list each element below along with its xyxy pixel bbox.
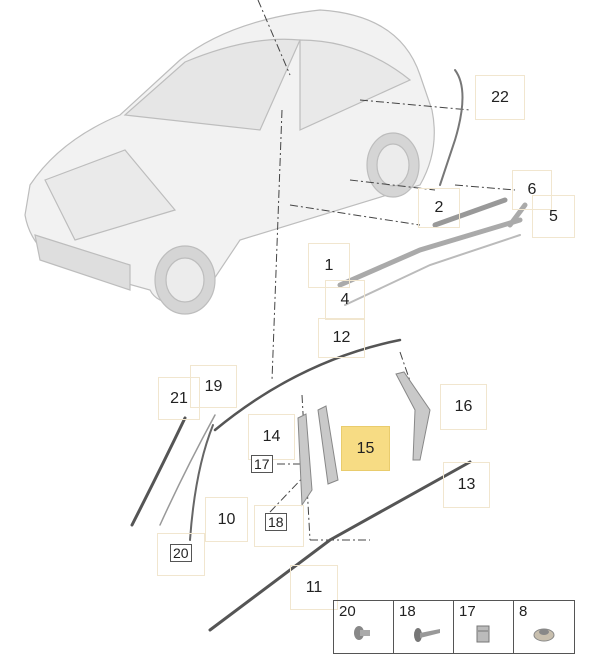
callout-label: 21 — [170, 389, 188, 407]
callout-label: 15 — [356, 439, 375, 457]
callout-label: 10 — [217, 510, 236, 528]
callout-21[interactable]: 21 — [158, 377, 200, 420]
callout-label: 13 — [457, 476, 476, 493]
callout-4[interactable]: 4 — [325, 280, 365, 320]
pillar-parts — [297, 371, 431, 507]
callout-label: 2 — [434, 199, 444, 216]
hardware-cell-20[interactable]: 20 — [334, 601, 394, 653]
callout-11[interactable]: 11 — [290, 565, 338, 610]
hardware-number: 18 — [399, 603, 416, 620]
car-illustration — [24, 9, 435, 315]
callout-label: 22 — [491, 88, 509, 106]
callout-13[interactable]: 13 — [443, 462, 490, 508]
callout-20[interactable]: 20 — [170, 544, 192, 562]
callout-14[interactable]: 14 — [248, 414, 295, 460]
callout-label: 16 — [454, 398, 473, 415]
callout-label: 11 — [305, 578, 323, 596]
callout-2[interactable]: 2 — [418, 188, 460, 228]
hardware-cell-18[interactable]: 18 — [394, 601, 454, 653]
screw-long-icon — [414, 628, 440, 642]
callout-label: 1 — [324, 256, 334, 274]
hardware-cell-17[interactable]: 17 — [454, 601, 514, 653]
hardware-number: 20 — [339, 603, 356, 620]
hardware-number: 8 — [519, 603, 528, 620]
callout-22[interactable]: 22 — [475, 75, 525, 120]
callout-10[interactable]: 10 — [205, 497, 248, 542]
callout-20-frame — [157, 533, 205, 576]
callout-1[interactable]: 1 — [308, 243, 350, 288]
callout-19[interactable]: 19 — [190, 365, 237, 408]
callout-label: 14 — [262, 428, 281, 445]
callout-label: 4 — [340, 291, 350, 308]
trim-parts — [130, 69, 528, 632]
callout-16[interactable]: 16 — [440, 384, 487, 430]
hardware-number: 17 — [459, 603, 476, 620]
screw-short-icon — [354, 626, 370, 640]
callout-label: 19 — [204, 377, 223, 395]
clip-nut-icon — [476, 625, 490, 643]
callout-18-frame — [254, 505, 304, 547]
callout-17[interactable]: 17 — [251, 455, 273, 473]
callout-label: 12 — [332, 329, 351, 346]
callout-label: 6 — [527, 181, 537, 198]
callout-12[interactable]: 12 — [318, 318, 365, 358]
callout-15-highlighted[interactable]: 15 — [341, 426, 390, 471]
hardware-table: 20 18 17 8 — [333, 600, 575, 654]
callout-18[interactable]: 18 — [265, 513, 287, 531]
callout-label: 5 — [549, 207, 558, 225]
callout-5[interactable]: 5 — [532, 195, 575, 238]
hex-nut-icon — [533, 628, 555, 642]
hardware-cell-8[interactable]: 8 — [514, 601, 574, 653]
